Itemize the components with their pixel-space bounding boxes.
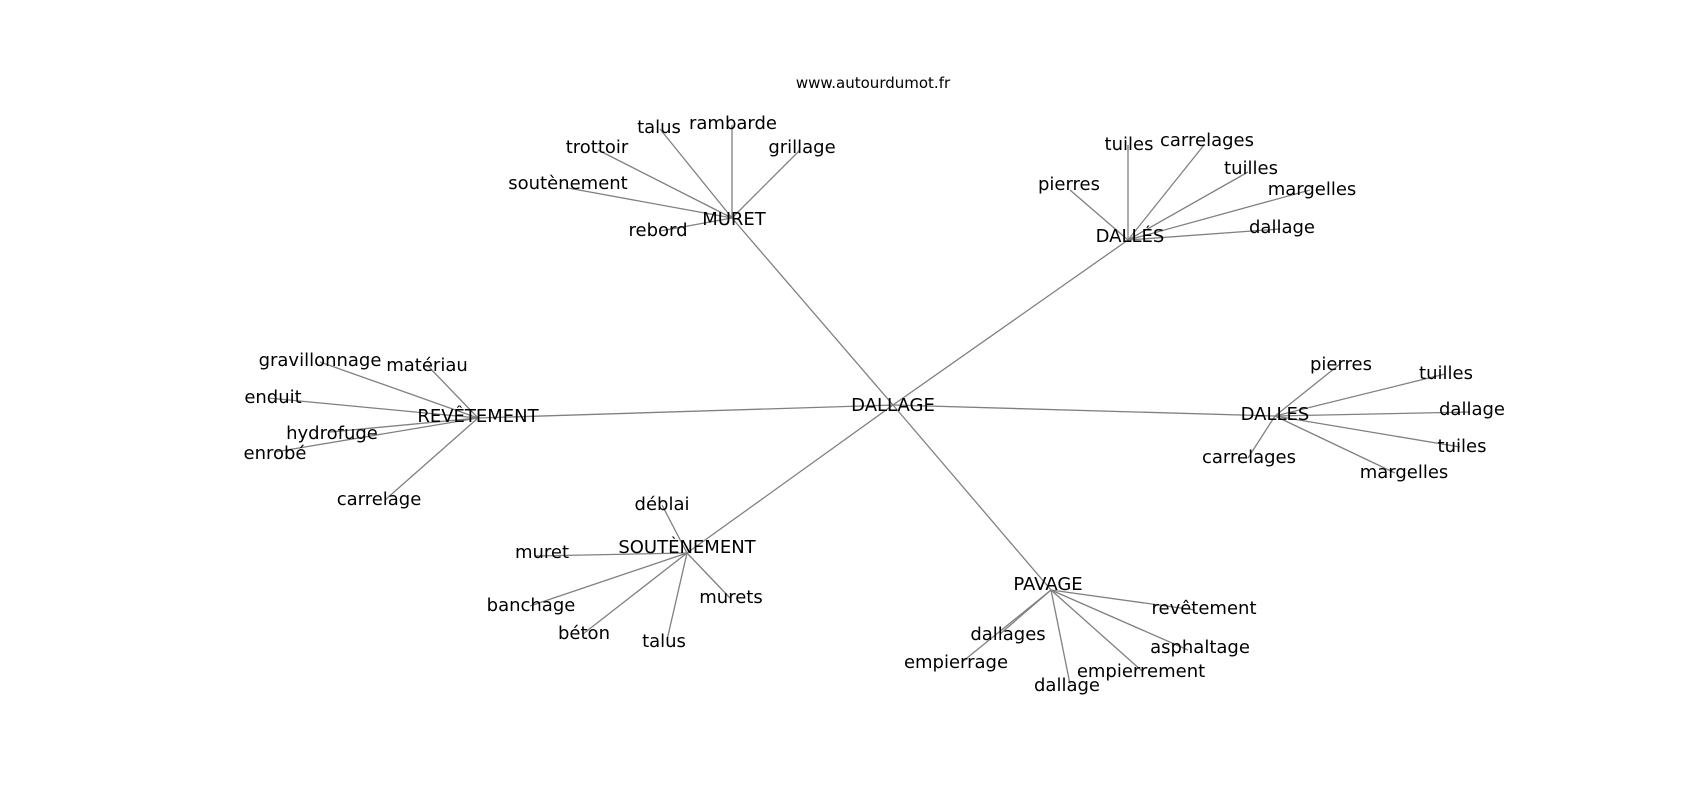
word-soutenement-deblai: déblai <box>635 494 690 515</box>
edge-soutenement-deblai <box>661 504 688 554</box>
edge-dalles-accent-pierres <box>1069 189 1129 241</box>
word-dalles-dallage: dallage <box>1439 399 1505 420</box>
word-dalles-margelles: margelles <box>1360 462 1449 483</box>
edge-dalles-accent-tuilles <box>1127 171 1249 241</box>
edge-muret-talus <box>659 128 733 219</box>
edge-dalles-accent-margelles <box>1127 189 1311 241</box>
word-dalles-carrelages: carrelages <box>1202 447 1296 468</box>
word-revetement-materiau: matériau <box>386 355 468 376</box>
edge-muret-grillage <box>731 149 801 219</box>
edge-pavage-empierrage <box>961 589 1052 663</box>
word-muret-soutenement: soutènement <box>508 173 628 194</box>
edge-revetement-carrelage <box>384 417 479 501</box>
edge-muret-rebord <box>659 217 733 232</box>
edge-revetement-hydrofuge <box>329 417 479 433</box>
word-soutenement-muret: muret <box>515 542 569 563</box>
edge-pavage-revetement <box>1050 589 1196 611</box>
hub-muret: MURET <box>702 209 767 230</box>
word-revetement-enrobe: enrobé <box>244 443 307 464</box>
edge-pavage-dallage <box>1050 589 1071 685</box>
edge-center-pavage <box>892 404 1052 591</box>
word-pavage-dallages: dallages <box>970 624 1045 645</box>
hub-dalles-accent: DALLÉS <box>1096 225 1165 247</box>
word-revetement-enduit: enduit <box>244 387 301 408</box>
word-revetement-gravillonnage: gravillonnage <box>259 350 382 371</box>
word-pavage-dallage: dallage <box>1034 675 1100 696</box>
edge-pavage-empierrement <box>1050 589 1143 672</box>
edge-center-soutenement <box>686 404 894 554</box>
word-soutenement-talus: talus <box>642 631 686 652</box>
edge-dalles-carrelages <box>1247 415 1276 459</box>
word-dalles-tuilles: tuilles <box>1419 363 1473 384</box>
word-soutenement-banchage: banchage <box>487 595 576 616</box>
word-pavage-empierrement: empierrement <box>1077 661 1205 682</box>
word-dalles-accent-dallage: dallage <box>1249 217 1315 238</box>
word-muret-rebord: rebord <box>628 220 687 241</box>
edge-center-dalles-accent <box>892 239 1129 406</box>
edge-muret-trottoir <box>597 149 733 219</box>
word-dalles-pierres: pierres <box>1310 354 1372 375</box>
edge-soutenement-banchage <box>529 552 688 607</box>
hub-revetement: REVÊTEMENT <box>417 405 539 427</box>
edge-center-muret <box>731 217 894 406</box>
edge-dalles-pierres <box>1274 363 1341 417</box>
edge-soutenement-talus <box>666 552 688 641</box>
word-soutenement-beton: béton <box>558 623 610 644</box>
edge-dalles-accent-carrelages <box>1127 144 1205 241</box>
edge-soutenement-murets <box>686 552 731 599</box>
edge-dalles-tuiles <box>1274 415 1461 448</box>
edge-soutenement-muret <box>534 552 688 557</box>
edge-dalles-dallage <box>1274 411 1471 417</box>
word-pavage-empierrage: empierrage <box>904 652 1008 673</box>
word-revetement-carrelage: carrelage <box>337 489 422 510</box>
word-revetement-hydrofuge: hydrofuge <box>286 423 378 444</box>
site-credit: www.autourdumot.fr <box>796 74 951 92</box>
word-dalles-accent-margelles: margelles <box>1268 179 1357 200</box>
word-soutenement-murets: murets <box>699 587 762 608</box>
word-pavage-asphaltage: asphaltage <box>1150 637 1250 658</box>
edge-revetement-enduit <box>267 397 479 419</box>
word-muret-rambarde: rambarde <box>689 113 777 134</box>
edge-muret-soutenement <box>567 187 733 219</box>
word-dalles-accent-tuiles: tuiles <box>1105 134 1154 155</box>
center-node: DALLAGE <box>851 395 935 416</box>
edge-dalles-margelles <box>1274 415 1396 474</box>
word-dalles-accent-tuilles: tuilles <box>1224 158 1278 179</box>
word-muret-grillage: grillage <box>768 137 835 158</box>
hub-dalles: DALLES <box>1241 404 1310 425</box>
word-muret-trottoir: trottoir <box>566 137 629 158</box>
edge-revetement-materiau <box>427 365 479 419</box>
labels: www.autourdumot.fr DALLAGE MURET talus r… <box>244 74 1506 696</box>
edge-pavage-asphaltage <box>1050 589 1189 651</box>
edge-soutenement-beton <box>582 552 688 635</box>
hub-soutenement: SOUTÈNEMENT <box>618 536 756 558</box>
edge-center-revetement <box>477 404 894 419</box>
edge-revetement-gravillonnage <box>319 361 479 419</box>
hub-pavage: PAVAGE <box>1013 574 1082 595</box>
edge-revetement-enrobe <box>274 417 479 453</box>
edge-dalles-accent-dallage <box>1127 228 1281 241</box>
word-muret-talus: talus <box>637 117 681 138</box>
edges <box>267 125 1471 685</box>
word-dalles-accent-pierres: pierres <box>1038 174 1100 195</box>
edge-dalles-tuilles <box>1274 373 1446 417</box>
word-dalles-tuiles: tuiles <box>1438 436 1487 457</box>
edge-center-dalles <box>892 404 1276 417</box>
word-pavage-revetement: revêtement <box>1151 598 1256 619</box>
word-dalles-accent-carrelages: carrelages <box>1160 130 1254 151</box>
